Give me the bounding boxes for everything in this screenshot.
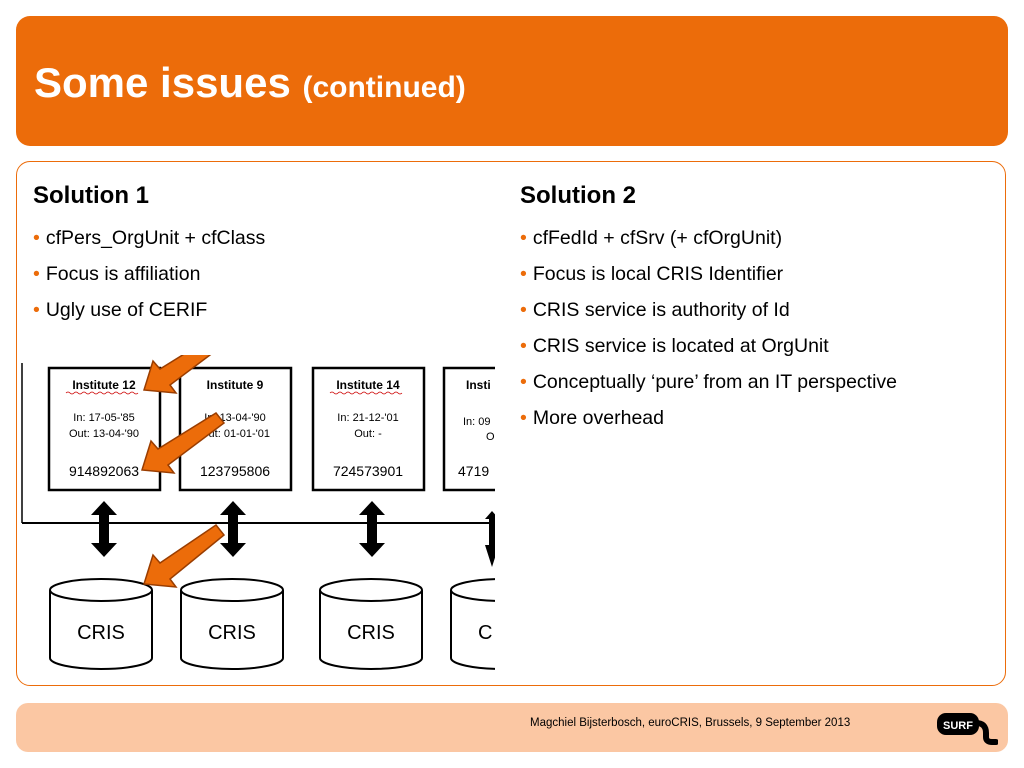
solution-1-heading: Solution 1 — [33, 182, 149, 209]
solution-2-column: Solution 2 •cfFedId + cfSrv (+ cfOrgUnit… — [520, 178, 897, 436]
institute-in-date: In: 17-05-'85 — [73, 412, 134, 424]
bullet-item: •Ugly use of CERIF — [33, 299, 208, 321]
bullet-item: •Focus is affiliation — [33, 263, 201, 285]
bullet-dot-icon: • — [520, 371, 527, 393]
institute-out-date: Out: 13-04-'90 — [69, 428, 139, 440]
footer-credit: Magchiel Bijsterbosch, euroCRIS, Brussel… — [530, 717, 851, 729]
institute-local-id: 724573901 — [333, 463, 403, 479]
institute-in-date: In: 09 — [463, 416, 491, 428]
bullet-item: •CRIS service is located at OrgUnit — [520, 335, 829, 357]
highlight-arrow-icon — [143, 355, 212, 394]
institute-out-date: Out: 01-01-'01 — [200, 428, 270, 440]
solution-1-bullets: •cfPers_OrgUnit + cfClass •Focus is affi… — [33, 220, 265, 328]
bullet-item: •cfPers_OrgUnit + cfClass — [33, 227, 266, 249]
bullet-item: •Conceptually ‘pure’ from an IT perspect… — [520, 371, 898, 393]
institute-cris-diagram: Institute 12 In: 17-05-'85 Out: 13-04-'9… — [21, 355, 495, 670]
institute-name: Institute 9 — [207, 378, 264, 392]
cris-label: C — [478, 622, 492, 644]
cris-label: CRIS — [208, 622, 256, 644]
bullet-dot-icon: • — [520, 227, 527, 249]
bullet-item: •CRIS service is authority of Id — [520, 299, 790, 321]
institute-box: Institute 14 In: 21-12-'01 Out: - 724573… — [311, 366, 426, 492]
cris-label: CRIS — [77, 622, 125, 644]
bullet-item: •More overhead — [520, 407, 664, 429]
institute-local-id: 914892063 — [69, 463, 139, 479]
double-arrow-icon — [359, 501, 385, 557]
surf-logo-icon: SURF — [937, 713, 998, 745]
double-arrow-icon — [91, 501, 117, 557]
institute-name: Institute 12 — [72, 378, 136, 392]
institute-box: Institute 9 In: 13-04-'90 Out: 01-01-'01… — [178, 366, 293, 492]
bullet-dot-icon: • — [520, 299, 527, 321]
bullet-item: •Focus is local CRIS Identifier — [520, 263, 784, 285]
bullet-dot-icon: • — [520, 407, 527, 429]
bullet-item: •cfFedId + cfSrv (+ cfOrgUnit) — [520, 227, 783, 249]
slide-title-main: Some issues — [34, 59, 291, 106]
bullet-dot-icon: • — [33, 263, 40, 285]
bullet-dot-icon: • — [33, 299, 40, 321]
institute-out-date: O — [486, 431, 495, 443]
cris-database-icon: CRIS — [49, 578, 153, 670]
bullet-dot-icon: • — [33, 227, 40, 249]
institute-local-id: 123795806 — [200, 463, 270, 479]
footer-bar: Magchiel Bijsterbosch, euroCRIS, Brussel… — [16, 703, 1008, 752]
institute-box: Insti In: 09 O 4719 — [442, 366, 495, 492]
title-bar: Some issues (continued) — [16, 16, 1008, 146]
surf-logo-text: SURF — [943, 720, 973, 732]
spellcheck-underline — [65, 391, 139, 395]
cris-database-icon: CRIS — [319, 578, 423, 670]
slide-title-sub: (continued) — [302, 71, 466, 104]
double-arrow-icon — [220, 501, 246, 557]
highlight-arrow-icon — [143, 523, 226, 588]
solution-2-bullets: •cfFedId + cfSrv (+ cfOrgUnit) •Focus is… — [520, 220, 897, 436]
cris-database-icon: C — [450, 578, 495, 670]
cris-label: CRIS — [347, 622, 395, 644]
institute-name: Insti — [466, 378, 491, 392]
institute-local-id: 4719 — [458, 463, 489, 479]
solution-2-heading: Solution 2 — [520, 182, 636, 209]
slide-title: Some issues (continued) — [34, 58, 466, 113]
cris-database-icon: CRIS — [180, 578, 284, 670]
institute-in-date: In: 21-12-'01 — [337, 412, 398, 424]
spellcheck-underline — [329, 391, 403, 395]
bullet-dot-icon: • — [520, 263, 527, 285]
institute-out-date: Out: - — [354, 428, 382, 440]
double-arrow-icon — [485, 511, 495, 567]
institute-box: Institute 12 In: 17-05-'85 Out: 13-04-'9… — [47, 366, 162, 492]
institute-name: Institute 14 — [336, 378, 400, 392]
bullet-dot-icon: • — [520, 335, 527, 357]
highlight-arrow-icon — [141, 412, 226, 474]
solution-1-column: Solution 1 •cfPers_OrgUnit + cfClass •Fo… — [33, 178, 265, 328]
